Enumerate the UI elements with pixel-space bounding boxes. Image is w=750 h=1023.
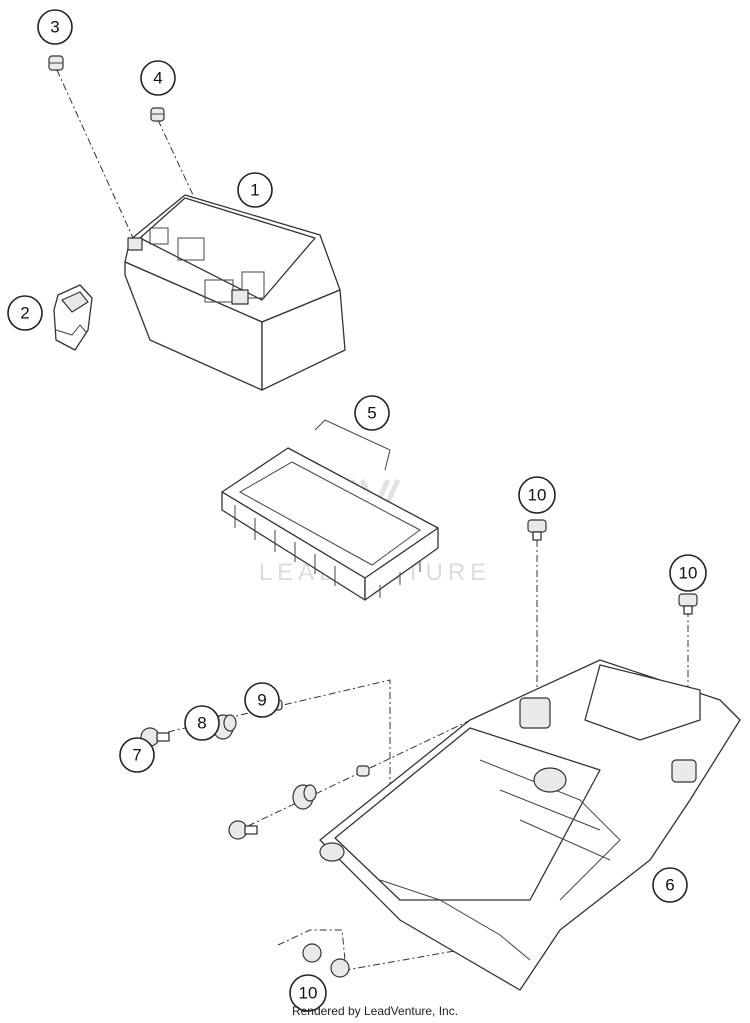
callout-10-top: 10 xyxy=(518,476,556,514)
callout-10-bottom: 10 xyxy=(289,974,327,1012)
battery-holder xyxy=(319,659,741,991)
callout-10-top-label: 10 xyxy=(528,486,547,505)
callout-10-bottom-label: 10 xyxy=(299,984,318,1003)
callout-10-right: 10 xyxy=(669,554,707,592)
bolt-part-10 xyxy=(302,519,698,978)
render-credit: Rendered by LeadVenture, Inc. xyxy=(291,1004,459,1018)
callout-2-label: 2 xyxy=(20,304,29,323)
battery-terminal xyxy=(53,284,93,351)
screw-part-3 xyxy=(48,55,64,71)
callout-6-label: 6 xyxy=(665,876,674,895)
grommet-part-8 xyxy=(212,714,317,810)
sleeve-part-9 xyxy=(269,699,370,777)
callout-10-right-label: 10 xyxy=(679,564,698,583)
callout-3-label: 3 xyxy=(50,18,59,37)
callout-3: 3 xyxy=(37,9,73,45)
screw-part-7 xyxy=(140,727,258,840)
callout-6: 6 xyxy=(652,867,688,903)
battery-tray xyxy=(221,419,439,601)
callout-8: 8 xyxy=(184,705,220,741)
callout-7-label: 7 xyxy=(132,746,141,765)
callout-1-label: 1 xyxy=(250,181,259,200)
battery xyxy=(124,194,346,391)
screw-part-4 xyxy=(150,107,165,122)
callout-4-label: 4 xyxy=(153,69,162,88)
callout-4: 4 xyxy=(140,60,176,96)
callout-9: 9 xyxy=(244,682,280,718)
callout-2: 2 xyxy=(7,295,43,331)
callout-8-label: 8 xyxy=(197,714,206,733)
callout-5: 5 xyxy=(354,395,390,431)
callout-5-label: 5 xyxy=(367,404,376,423)
callout-9-label: 9 xyxy=(257,691,266,710)
callout-1: 1 xyxy=(237,172,273,208)
callout-7: 7 xyxy=(119,737,155,773)
